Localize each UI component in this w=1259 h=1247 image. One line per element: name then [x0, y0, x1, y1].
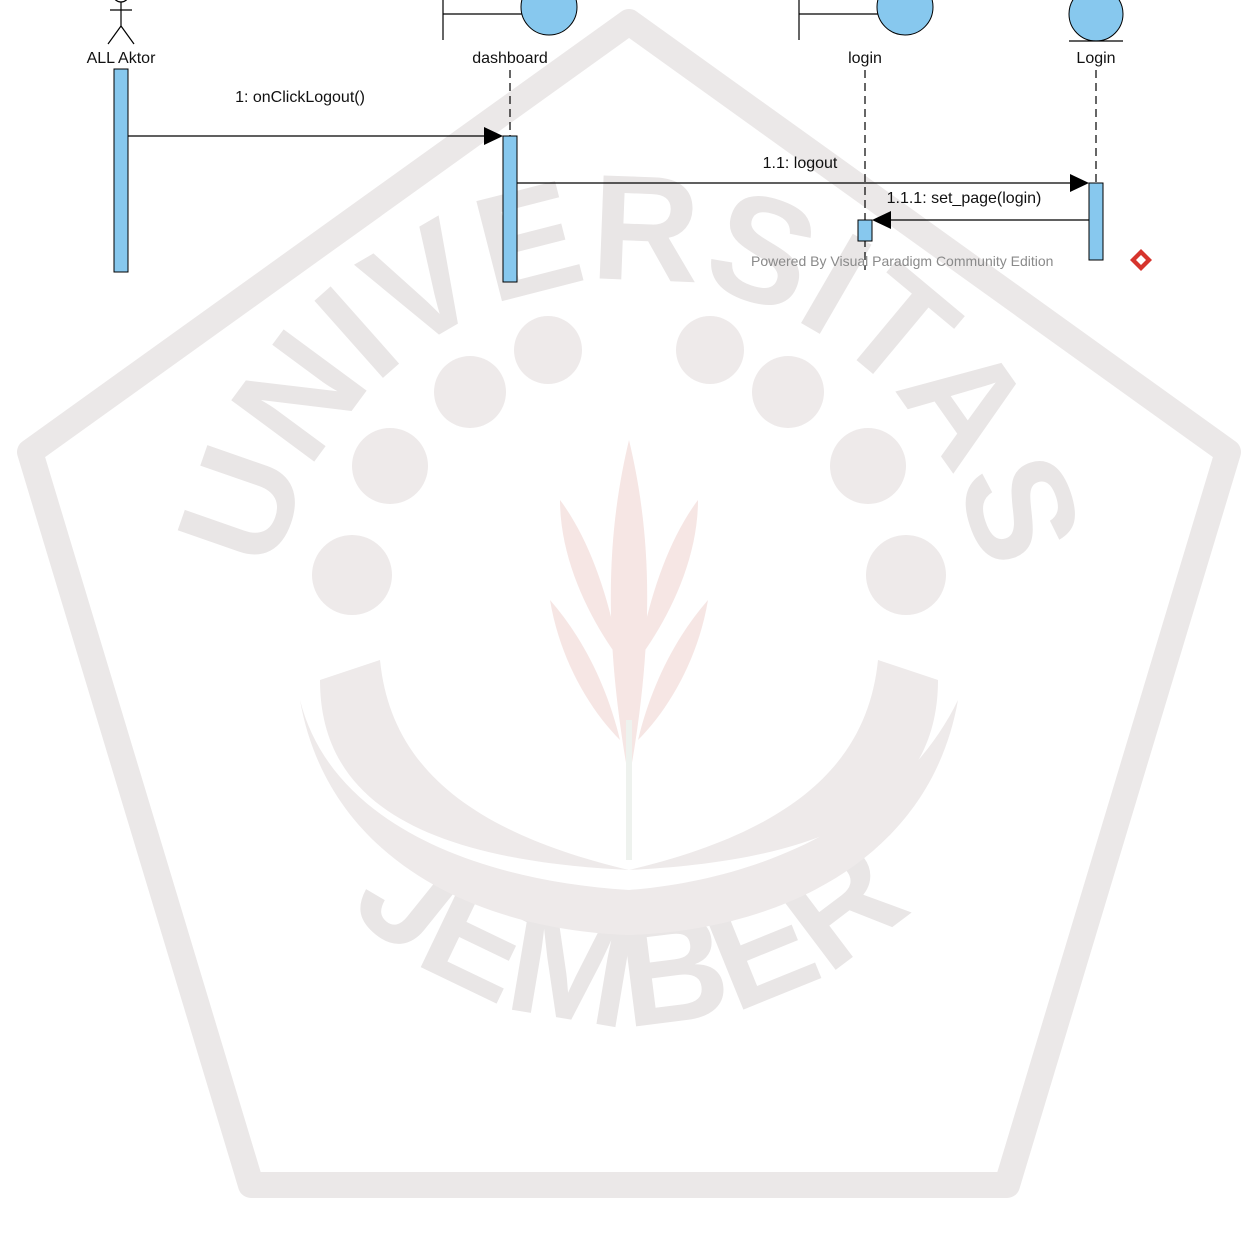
activation-bar-dashboard — [503, 136, 517, 282]
boundary-icon — [799, 0, 933, 40]
arrowhead-icon — [1070, 174, 1089, 192]
participant-label: ALL Aktor — [87, 50, 156, 67]
actor-stick-figure-icon — [108, 0, 134, 44]
activation-bar-login — [858, 220, 872, 241]
entity-icon — [1069, 0, 1123, 41]
participant-label: Login — [1076, 50, 1115, 67]
login-participant[interactable]: login — [799, 0, 933, 67]
visual-paradigm-logo-icon — [1130, 249, 1152, 271]
login-entity-participant[interactable]: Login — [1069, 0, 1123, 67]
activation-bar-login-entity — [1089, 183, 1103, 260]
message-label: 1: onClickLogout() — [235, 89, 365, 106]
participant-label: login — [848, 50, 882, 67]
message-label: 1.1.1: set_page(login) — [887, 190, 1042, 207]
boundary-icon — [443, 0, 577, 40]
university-watermark: UNIVERSITAS JEMBER — [30, 22, 1228, 1185]
message-1[interactable]: 1: onClickLogout() — [128, 89, 503, 145]
message-label: 1.1: logout — [763, 155, 838, 172]
participant-label: dashboard — [472, 50, 548, 67]
actor-participant[interactable]: ALL Aktor — [87, 0, 156, 67]
activation-bar-actor — [114, 69, 128, 272]
powered-by-text: Powered By Visual Paradigm Community Edi… — [751, 253, 1053, 269]
dashboard-participant[interactable]: dashboard — [443, 0, 577, 67]
